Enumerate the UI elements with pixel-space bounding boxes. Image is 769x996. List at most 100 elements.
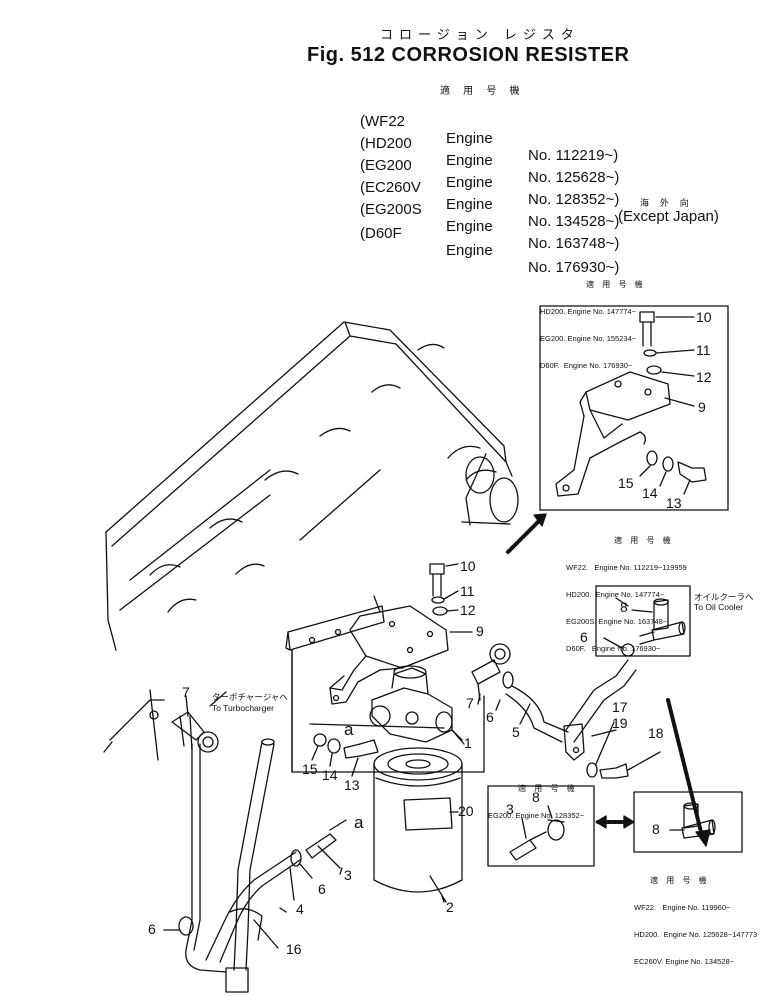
engine-label: Engine — [446, 242, 493, 259]
washer-6-upper — [621, 643, 635, 657]
nipple-3-inset — [509, 831, 547, 861]
clamp-6-left — [178, 916, 194, 936]
clamp-6-lower — [290, 849, 302, 867]
engine-number: No. 163748~) — [528, 235, 620, 252]
elbow-7-left — [171, 695, 219, 753]
overseas-label-jp: 海 外 向 — [640, 199, 693, 209]
inset-lower-line: EG200. Engine No. 128352~ — [488, 811, 585, 820]
callout-12-main: 12 — [460, 602, 476, 618]
callout-14-main: 14 — [322, 767, 338, 783]
turbo-label-jp: ターボチャージャへ — [212, 692, 288, 702]
inset-mid-line: WF22. Engine No. 112219~119959 — [566, 563, 687, 572]
bolt-10-top — [639, 311, 655, 347]
inset-top-line: HD200. Engine No. 147774~ — [540, 307, 637, 316]
engine-line-2: (HD200 Engine No. 125628~) — [360, 118, 680, 186]
inset-top-header: 適 用 号 機 — [586, 280, 646, 289]
engine-model: (EG200S — [360, 201, 422, 218]
bolt-13-top — [677, 461, 707, 483]
engine-line-6: (D60F Engine No. 176930~) — [360, 208, 640, 276]
arrow-to-bottom-inset — [666, 698, 704, 838]
inset-top-note: 適 用 号 機 HD200. Engine No. 147774~ EG200.… — [540, 262, 646, 388]
callout-12-top: 12 — [696, 369, 712, 385]
inset-bottom-line: WF22. Engine No. 119960~ — [634, 903, 731, 912]
inset-lower-note: 適 用 号 機 EG200. Engine No. 128352~ — [488, 766, 584, 838]
washer-14-top — [662, 456, 674, 472]
engine-number: No. 125628~) — [528, 169, 620, 186]
washer-15-top — [646, 450, 658, 466]
oil-label-jp: オイルクーラへ — [694, 592, 754, 602]
callout-6-upper: 6 — [580, 629, 588, 645]
nipple-3 — [305, 833, 341, 869]
callout-15-main: 15 — [302, 761, 318, 777]
clamp-16 — [229, 908, 279, 949]
callout-a-lower: a — [354, 813, 364, 832]
callout-19: 19 — [612, 715, 628, 731]
japanese-title: コロージョン レジスタ — [380, 28, 580, 43]
callout-10-main: 10 — [460, 558, 476, 574]
callout-7-right: 7 — [466, 695, 474, 711]
callout-14-top: 14 — [642, 485, 658, 501]
inset-mid-header: 適 用 号 機 — [614, 536, 674, 545]
inset-mid-line: D60F. Engine No. 176930~ — [566, 644, 661, 653]
callout-16: 16 — [286, 941, 302, 957]
washer-15-main — [313, 733, 327, 747]
bolt-18 — [599, 763, 629, 779]
engine-label: Engine — [446, 130, 493, 147]
inset-lower-box — [487, 785, 595, 867]
callout-8-top: 8 — [620, 599, 628, 615]
engine-block — [103, 321, 519, 761]
inset-bottom-line: HD200. Engine No. 125628~147773 — [634, 930, 758, 939]
engine-line-3: (EG200 Engine No. 128352~) — [360, 140, 680, 208]
except-japan-label: (Except Japan) — [618, 208, 719, 225]
inset-mid-box — [595, 585, 691, 657]
engine-model: (WF22 — [360, 113, 405, 130]
engine-label: Engine — [446, 152, 493, 169]
washer-12-main — [432, 606, 448, 616]
engine-number: No. 134528~) — [528, 213, 620, 230]
turbo-label-en: To Turbocharger — [212, 703, 274, 713]
clamp-6-right — [502, 671, 514, 689]
callout-20: 20 — [458, 803, 474, 819]
callout-10-top: 10 — [696, 309, 712, 325]
engine-label: Engine — [446, 174, 493, 191]
callout-8-bottom: 8 — [652, 821, 660, 837]
inset-top-line: D60F. Engine No. 176930~ — [540, 361, 633, 370]
inset-bottom-header: 適 用 号 機 — [650, 876, 710, 885]
figure-title: Fig. 512 CORROSION RESISTER — [307, 44, 630, 66]
inset-lower-header: 適 用 号 機 — [518, 784, 578, 793]
bolt-10-main — [429, 563, 445, 597]
callout-6-left: 6 — [148, 921, 156, 937]
filter-cartridge-2 — [373, 747, 463, 903]
elbow-7-right — [471, 643, 511, 701]
engine-line-5: (EG200S Engine No. 163748~) — [360, 184, 680, 252]
callout-9-main: 9 — [476, 623, 484, 639]
callout-3-inset: 3 — [506, 801, 514, 817]
callout-17: 17 — [612, 699, 628, 715]
plug-8-inset — [547, 819, 565, 841]
callout-13-main: 13 — [344, 777, 360, 793]
filter-head-1 — [369, 665, 465, 745]
washer-19 — [586, 762, 598, 778]
callout-15-top: 15 — [618, 475, 634, 491]
inset-mid-line: EG200S. Engine No. 163748~ — [566, 617, 668, 626]
arrow-to-top-inset — [506, 518, 542, 554]
callout-6-right: 6 — [486, 709, 494, 725]
callout-1: 1 — [464, 735, 472, 751]
engine-model: (EC260V — [360, 179, 421, 196]
callout-8-inset: 8 — [532, 789, 540, 805]
engine-line-4: (EC260V Engine No. 134528~) — [360, 162, 680, 230]
callout-11-top: 11 — [696, 342, 711, 358]
clip-17 — [563, 723, 585, 761]
callout-9-top: 9 — [698, 399, 706, 415]
engine-number: No. 176930~) — [528, 259, 620, 276]
washer-11-main — [431, 596, 445, 604]
turbo-pipe — [225, 738, 275, 993]
inset-mid-line: HD200. Engine No. 147774~ — [566, 590, 665, 599]
engine-model: (D60F — [360, 225, 402, 242]
callout-7-left: 7 — [182, 684, 190, 700]
inset-top-line: EG200. Engine No. 155234~ — [540, 334, 637, 343]
callout-11-main: 11 — [460, 583, 475, 599]
engine-line-1: (WF22 Engine No. 112219~) — [360, 96, 680, 164]
engine-number: No. 128352~) — [528, 191, 620, 208]
